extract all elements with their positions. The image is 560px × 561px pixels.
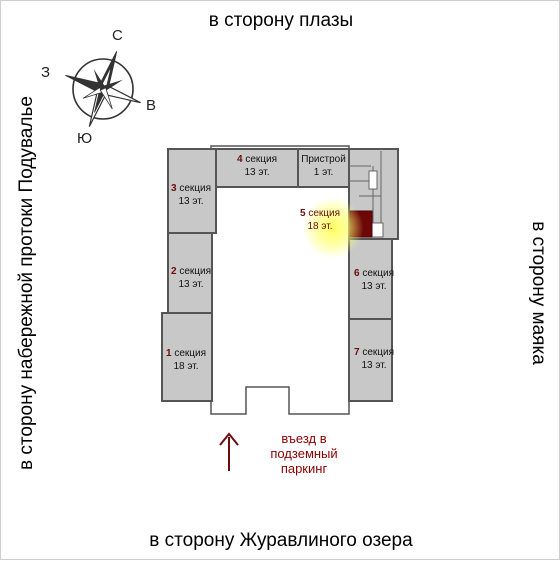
section-number: 3	[170, 183, 177, 194]
annex-label: Пристрой 1 эт.	[298, 153, 349, 179]
section-number: 1	[165, 348, 172, 359]
compass-west-letter: З	[41, 64, 51, 81]
section-1-building	[161, 312, 213, 402]
section-number: 4	[236, 154, 243, 165]
annex-name: Пристрой	[301, 154, 346, 165]
section-word: секция	[179, 266, 211, 277]
section-number: 5	[299, 208, 306, 219]
section-floors: 18 эт.	[307, 221, 333, 232]
section-word: секция	[174, 348, 206, 359]
section-word: секция	[179, 183, 211, 194]
section-floors: 13 эт.	[178, 196, 204, 207]
section-6-building	[348, 238, 393, 320]
section-1-label: 1 секция 18 эт.	[158, 347, 214, 373]
section-4-building	[215, 148, 299, 188]
section-word: секция	[362, 347, 394, 358]
section-3-building	[167, 148, 217, 234]
section-word: секция	[362, 268, 394, 279]
section-floors: 13 эт.	[361, 281, 387, 292]
parking-line-3: паркинг	[280, 461, 328, 476]
section-5-highlight	[303, 198, 363, 258]
section-4-label: 4 секция 13 эт.	[221, 153, 293, 179]
section-7-label: 7 секция 13 эт.	[347, 346, 401, 372]
section-floors: 18 эт.	[173, 361, 199, 372]
compass-north-letter: С	[112, 27, 123, 44]
north-direction-label: в сторону плазы	[208, 10, 354, 31]
section-number: 7	[353, 347, 360, 358]
annex-floors: 1 эт.	[313, 167, 334, 178]
section-7-building	[348, 318, 393, 402]
compass-icon	[65, 51, 141, 127]
compass-east-letter: В	[146, 97, 157, 114]
section-word: секция	[245, 154, 277, 165]
section-word: секция	[308, 208, 340, 219]
section-floors: 13 эт.	[178, 279, 204, 290]
section-5-label: 5 секция 18 эт.	[291, 207, 349, 233]
parking-line-1: въезд в	[281, 431, 327, 446]
section-floors: 13 эт.	[361, 360, 387, 371]
parking-line-2: подземный	[270, 446, 338, 461]
compass-south-letter: Ю	[77, 130, 93, 147]
section-2-label: 2 секция 13 эт.	[163, 265, 219, 291]
section-6-label: 6 секция 13 эт.	[347, 267, 401, 293]
parking-arrow-head	[219, 432, 239, 446]
section-number: 6	[353, 268, 360, 279]
annex-building	[297, 148, 350, 188]
parking-entrance-label: въезд в подземный паркинг	[259, 431, 349, 476]
section-floors: 13 эт.	[244, 167, 270, 178]
section-3-label: 3 секция 13 эт.	[163, 182, 219, 208]
south-direction-label: в сторону Журавлиного озера	[149, 530, 413, 551]
section-number: 2	[170, 266, 177, 277]
compass-rose: С В Ю З	[36, 27, 176, 151]
